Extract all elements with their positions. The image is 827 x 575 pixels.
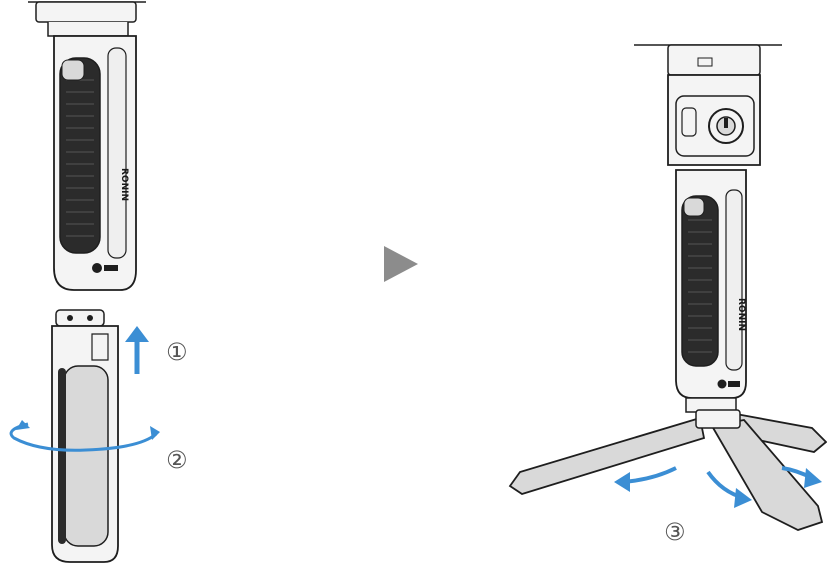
grip-texture-right [688,219,712,353]
step-1-label: ① [166,338,188,366]
arrow-up-icon [125,326,149,374]
step-3-label: ③ [664,518,686,546]
grip-texture [66,79,94,237]
gimbal-handle-right: RONIN [634,44,782,413]
extended-grip [51,309,119,563]
brand-logo-right: RONIN [736,298,746,331]
rotate-icon [9,420,160,452]
brand-logo: RONIN [119,168,129,201]
step-2-label: ② [166,446,188,474]
spread-legs-icon [614,466,822,508]
gimbal-handle-left: RONIN [28,1,146,291]
play-triangle-icon [384,246,418,282]
tripod-legs [508,409,827,531]
